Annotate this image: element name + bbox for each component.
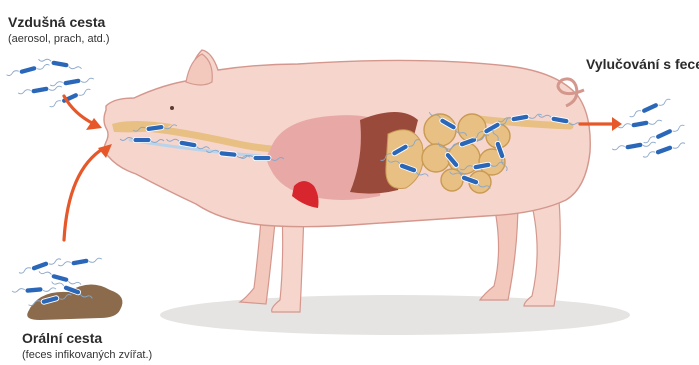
label-oral-subtitle: (feces infikovaných zvířat.): [22, 349, 152, 361]
ground-shadow: [160, 295, 630, 335]
label-airborne-title: Vzdušná cesta: [8, 14, 105, 30]
label-oral-title: Orální cesta: [22, 330, 102, 346]
pig-eye: [170, 106, 174, 110]
label-airborne-subtitle: (aerosol, prach, atd.): [8, 33, 110, 45]
arrowhead-excretion: [612, 117, 622, 131]
pig: [104, 50, 590, 312]
bacteria-excreted: [612, 96, 686, 160]
label-excretion-title: Vylučování s feces: [586, 56, 699, 72]
bacteria-airborne: [6, 58, 94, 110]
arrow-oral: [64, 148, 104, 240]
